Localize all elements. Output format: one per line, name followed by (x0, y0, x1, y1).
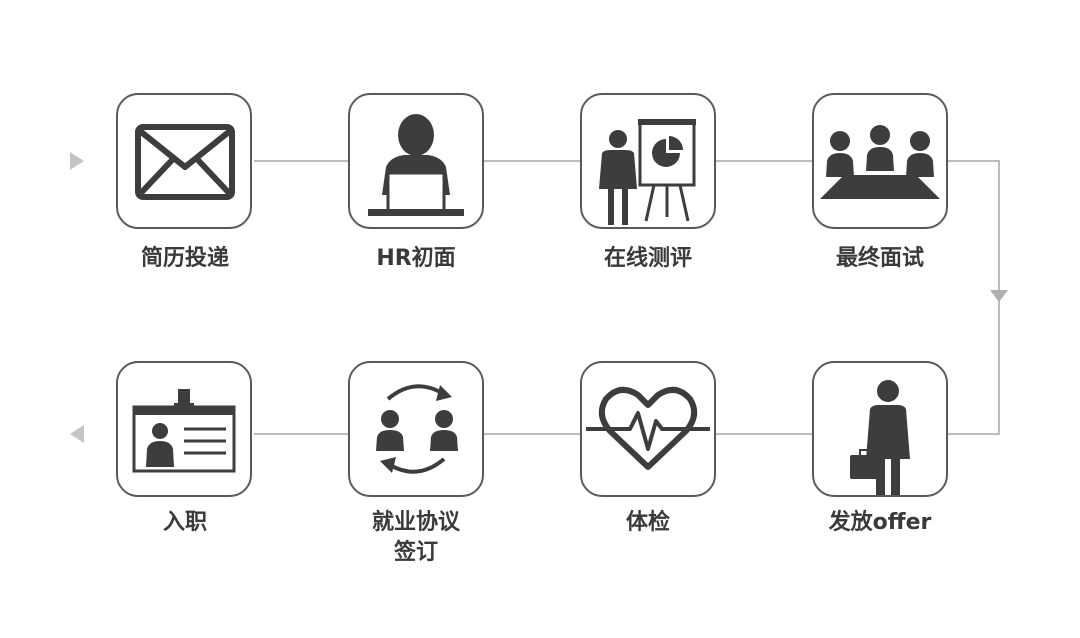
id-badge-icon (132, 389, 236, 473)
start-arrow-icon (70, 152, 84, 170)
envelope-icon (135, 124, 235, 200)
step-hr-interview (348, 93, 484, 229)
step-label-resume: 简历投递 (140, 246, 229, 271)
step-resume-submission (116, 93, 252, 229)
meeting-table-icon (820, 125, 940, 199)
step-label-onboarding: 入职 (162, 510, 207, 535)
step-offer (812, 361, 948, 497)
step-label-medical: 体检 (625, 510, 670, 535)
presentation-chart-icon (599, 119, 696, 225)
people-exchange-icon (376, 384, 458, 474)
step-label-hr: HR初面 (376, 246, 456, 271)
businessman-briefcase-icon (850, 380, 910, 495)
step-label-agreement-line2: 签订 (393, 540, 438, 565)
down-arrow-icon (990, 290, 1008, 302)
step-agreement-signing (348, 361, 484, 497)
step-medical-exam (580, 361, 716, 497)
step-label-assessment: 在线测评 (603, 246, 692, 271)
person-laptop-icon (368, 114, 464, 216)
heart-pulse-icon (586, 386, 710, 470)
step-label-agreement-line1: 就业协议 (371, 510, 460, 535)
step-onboarding (116, 361, 252, 497)
step-online-assessment (580, 93, 716, 229)
connector-line-4-5 (948, 160, 1000, 435)
end-arrow-icon (70, 425, 84, 443)
step-label-agreement: 就业协议 签订 (326, 508, 506, 568)
step-final-interview (812, 93, 948, 229)
step-label-final: 最终面试 (835, 246, 924, 271)
step-label-offer: 发放offer (828, 510, 932, 535)
